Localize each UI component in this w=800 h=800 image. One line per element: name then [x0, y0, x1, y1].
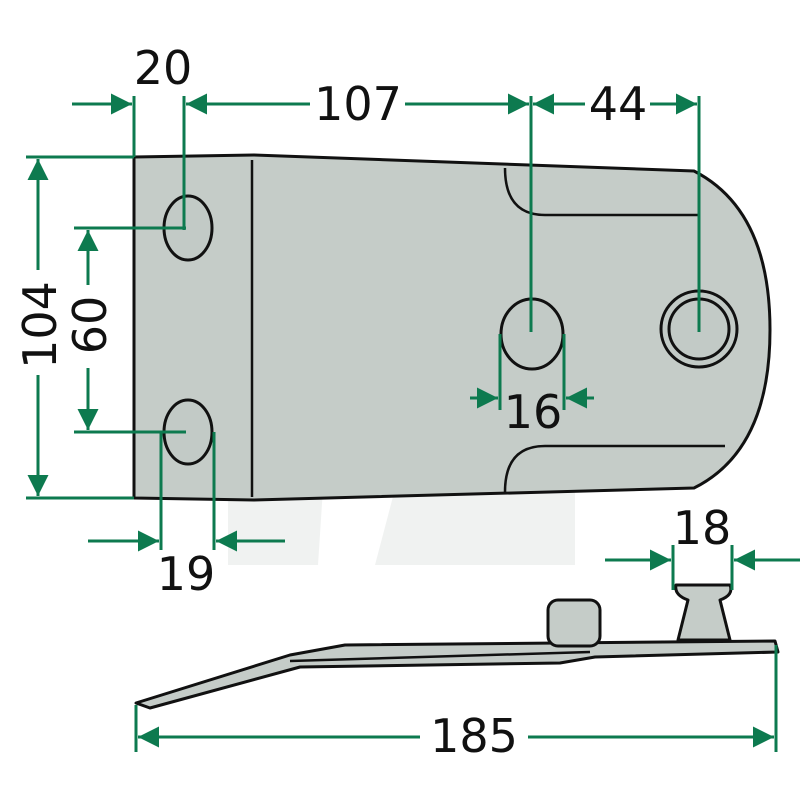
- dim-19-label: 19: [157, 547, 216, 601]
- pocket-bottom-edge: [503, 444, 725, 493]
- side-stud: [674, 583, 733, 642]
- dim-104-label: 104: [13, 281, 67, 369]
- plate-outline: [132, 153, 772, 502]
- side-blade-edge-line: [289, 650, 591, 663]
- dim-185-label: 185: [430, 709, 518, 763]
- plate-top-view: [132, 153, 772, 502]
- dimension-lines: [26, 93, 800, 752]
- pocket-top-edge: [503, 167, 700, 217]
- dim-60-label: 60: [63, 296, 117, 355]
- side-bushing: [546, 598, 602, 648]
- dim-107-label: 107: [314, 77, 402, 131]
- plate-side-view: [134, 583, 780, 710]
- dimension-labels: 20 107 44 104 60 16 19 18 185: [13, 41, 731, 763]
- dim-18-label: 18: [673, 501, 732, 555]
- dim-44-label: 44: [589, 77, 648, 131]
- side-blade: [134, 639, 780, 710]
- dim-16-label: 16: [504, 385, 563, 439]
- dim-20-label: 20: [134, 41, 193, 95]
